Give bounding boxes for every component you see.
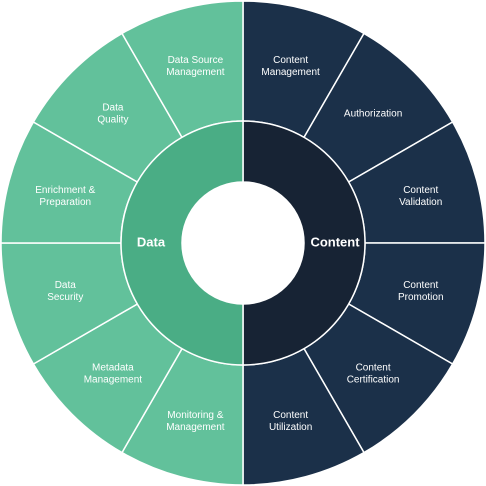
segment-label-line: Content: [356, 363, 391, 374]
segment-label-line: Management: [84, 375, 143, 386]
core-label-data: Data: [137, 234, 166, 249]
segment-label-line: Management: [166, 67, 225, 78]
segment-label-line: Monitoring &: [167, 410, 223, 421]
segment-label-authorization: Authorization: [344, 108, 402, 119]
segment-label-line: Preparation: [39, 197, 91, 208]
segment-label-line: Content: [273, 410, 308, 421]
segment-label-line: Validation: [399, 197, 442, 208]
segment-label-line: Content: [403, 280, 438, 291]
segment-label-line: Security: [47, 292, 83, 303]
segment-label-line: Data: [102, 102, 124, 113]
segment-label-line: Management: [261, 67, 320, 78]
segment-label-line: Data: [55, 280, 77, 291]
segment-label-monitoring-and-management: Monitoring &Management: [166, 410, 225, 433]
segment-label-line: Certification: [347, 375, 400, 386]
segment-label-line: Authorization: [344, 108, 402, 119]
segment-label-line: Enrichment &: [35, 185, 95, 196]
segment-label-line: Content: [273, 55, 308, 66]
center-hole: [182, 182, 304, 304]
segment-label-line: Utilization: [269, 422, 312, 433]
segment-label-line: Content: [403, 185, 438, 196]
segment-label-line: Management: [166, 422, 225, 433]
segment-label-line: Quality: [97, 114, 128, 125]
segment-label-line: Data Source: [168, 55, 224, 66]
segment-label-line: Promotion: [398, 292, 444, 303]
core-label-content: Content: [310, 234, 360, 249]
segment-label-line: Metadata: [92, 363, 134, 374]
segment-label-enrichment-and-preparation: Enrichment &Preparation: [35, 185, 95, 208]
